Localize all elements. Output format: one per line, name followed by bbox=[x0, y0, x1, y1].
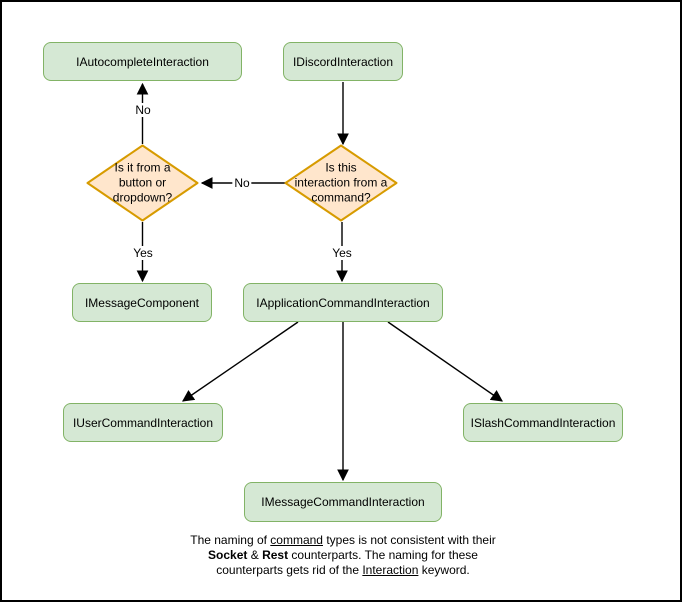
node-message-component-label: IMessageComponent bbox=[84, 295, 200, 310]
footnote-line-1: The naming of command types is not consi… bbox=[190, 533, 496, 547]
node-discord-interaction: IDiscordInteraction bbox=[283, 42, 403, 81]
node-application-command-interaction: IApplicationCommandInteraction bbox=[243, 283, 443, 322]
edge-label-yes-command: Yes bbox=[330, 246, 354, 260]
decision-button-or-dropdown-text: Is it from a button or dropdown? bbox=[112, 160, 173, 205]
diamond-shape bbox=[86, 144, 199, 222]
node-discord-interaction-label: IDiscordInteraction bbox=[292, 54, 394, 69]
node-user-command-interaction-label: IUserCommandInteraction bbox=[72, 415, 214, 430]
node-slash-command-interaction-label: ISlashCommandInteraction bbox=[470, 415, 616, 430]
footnote: The naming of command types is not consi… bbox=[2, 533, 680, 578]
edge-label-no-autocomplete: No bbox=[133, 103, 153, 117]
node-autocomplete-interaction: IAutocompleteInteraction bbox=[43, 42, 242, 81]
node-application-command-interaction-label: IApplicationCommandInteraction bbox=[256, 295, 430, 310]
node-user-command-interaction: IUserCommandInteraction bbox=[63, 403, 223, 442]
node-slash-command-interaction: ISlashCommandInteraction bbox=[463, 403, 623, 442]
footnote-line-3: counterparts gets rid of the Interaction… bbox=[216, 563, 470, 577]
edge-application-to-user-command bbox=[182, 321, 299, 402]
edge-label-no-command: No bbox=[232, 176, 252, 190]
diamond-shape bbox=[284, 144, 398, 222]
node-message-command-interaction: IMessageCommandInteraction bbox=[244, 482, 442, 522]
edge-label-yes-component: Yes bbox=[131, 246, 155, 260]
node-message-component: IMessageComponent bbox=[72, 283, 212, 322]
node-autocomplete-interaction-label: IAutocompleteInteraction bbox=[76, 54, 209, 69]
decision-from-command-text: Is this interaction from a command? bbox=[294, 160, 388, 205]
decision-from-command: Is this interaction from a command? bbox=[284, 144, 398, 222]
edge-application-to-slash-command bbox=[387, 321, 503, 402]
node-message-command-interaction-label: IMessageCommandInteraction bbox=[261, 495, 425, 509]
decision-button-or-dropdown: Is it from a button or dropdown? bbox=[86, 144, 199, 222]
footnote-line-2: Socket & Rest counterparts. The naming f… bbox=[208, 548, 478, 562]
